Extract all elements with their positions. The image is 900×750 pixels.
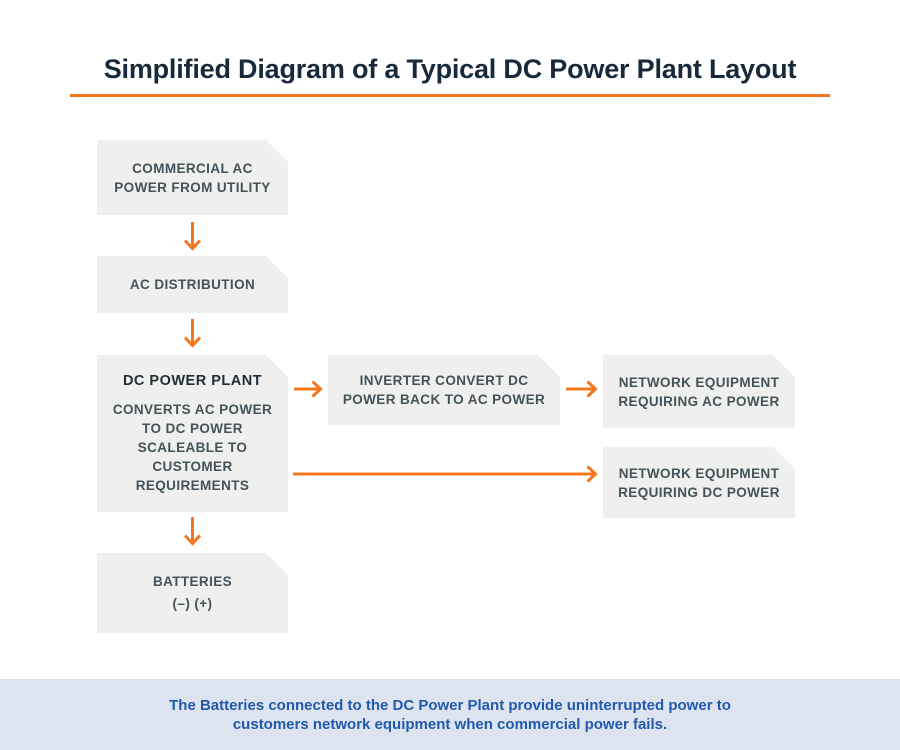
node-ac-distribution: AC DISTRIBUTION (97, 256, 288, 313)
node-dc-power-plant: DC POWER PLANT CONVERTS AC POWER TO DC P… (97, 355, 288, 512)
node-label-line: NETWORK EQUIPMENT (618, 465, 780, 481)
node-label-line: NETWORK EQUIPMENT (618, 374, 780, 390)
arrow-down-dcplant-to-batteries (183, 517, 202, 546)
node-label-line: REQUIRING DC POWER (618, 484, 780, 500)
header: Simplified Diagram of a Typical DC Power… (0, 0, 900, 97)
node-label-line: AC DISTRIBUTION (129, 277, 256, 292)
node-label-line: REQUIREMENTS (135, 478, 250, 493)
node-label-line: REQUIRING AC POWER (618, 393, 780, 409)
node-network-equipment-dc: NETWORK EQUIPMENT REQUIRING DC POWER (603, 447, 795, 518)
node-label-line: SCALEABLE TO (137, 440, 248, 455)
node-label-line: CUSTOMER (152, 459, 233, 474)
node-batteries: BATTERIES (–) (+) (97, 553, 288, 633)
footer-banner: The Batteries connected to the DC Power … (0, 679, 900, 750)
arrow-down-commercial-to-acdist (183, 222, 202, 251)
node-inverter: INVERTER CONVERT DC POWER BACK TO AC POW… (328, 355, 560, 425)
node-network-equipment-ac: NETWORK EQUIPMENT REQUIRING AC POWER (603, 355, 795, 428)
node-label-line: POWER FROM UTILITY (114, 179, 271, 195)
node-label-line: BATTERIES (152, 574, 233, 589)
arrow-down-acdist-to-dcplant (183, 319, 202, 348)
node-label-line: INVERTER CONVERT DC (359, 373, 529, 388)
title-underline-rule (70, 94, 830, 97)
node-label-line: (–) (+) (172, 596, 213, 611)
arrow-right-dcplant-to-network-dc (293, 465, 598, 483)
arrow-right-inverter-to-network-ac (566, 380, 598, 398)
node-label-line: POWER BACK TO AC POWER (342, 392, 546, 407)
flow-diagram: COMMERCIAL AC POWER FROM UTILITY AC DIST… (0, 0, 900, 680)
node-label-line: COMMERCIAL AC (132, 160, 253, 176)
node-label-line: CONVERTS AC POWER (112, 402, 273, 417)
node-heading: DC POWER PLANT (122, 373, 263, 389)
arrow-right-dcplant-to-inverter (294, 380, 323, 398)
footer-text-line: customers network equipment when commerc… (232, 715, 668, 733)
node-label-line: TO DC POWER (142, 421, 243, 436)
footer-text-line: The Batteries connected to the DC Power … (169, 696, 731, 714)
page-title: Simplified Diagram of a Typical DC Power… (103, 54, 797, 84)
node-commercial-ac-power: COMMERCIAL AC POWER FROM UTILITY (97, 140, 288, 215)
